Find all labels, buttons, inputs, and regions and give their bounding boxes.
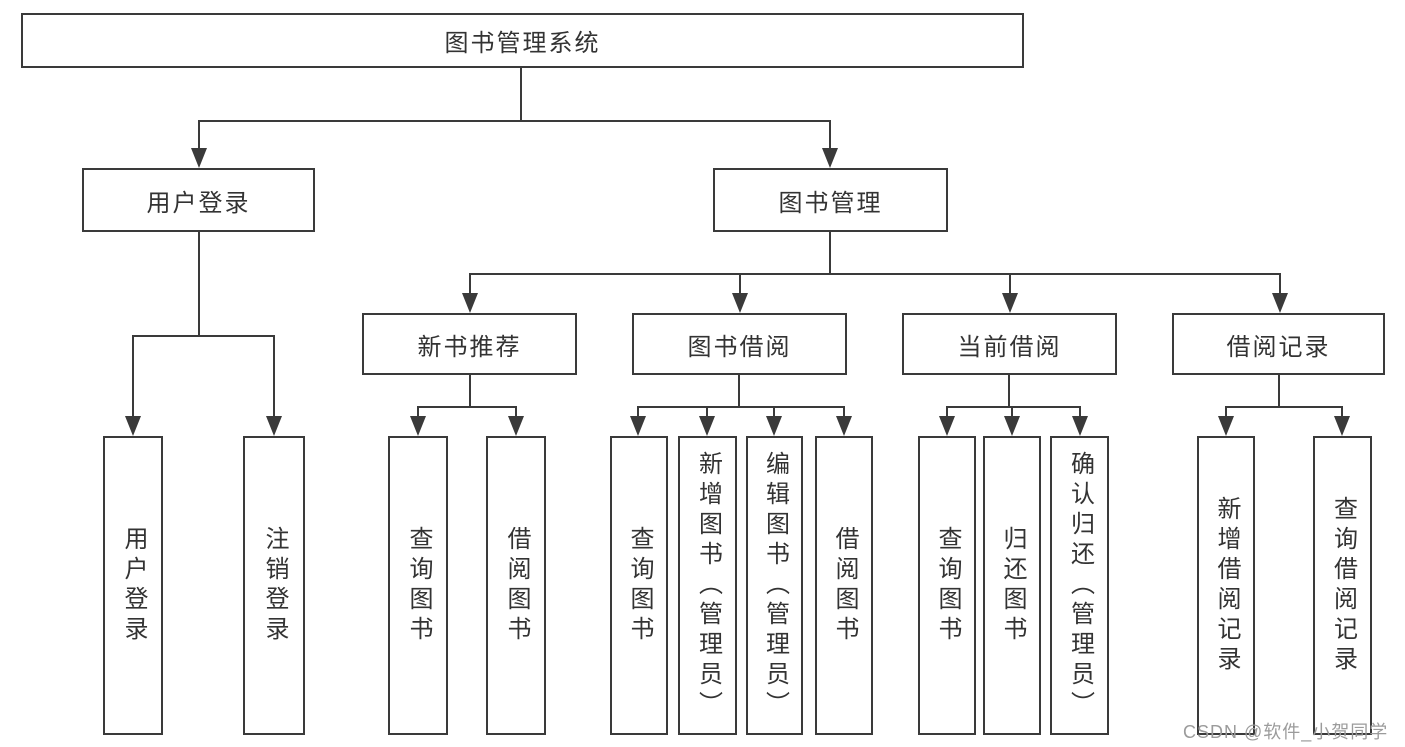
leaf-rec-query-books: 查询图书 bbox=[388, 436, 448, 735]
arrow-newbook-query bbox=[410, 406, 426, 436]
arrow-to-user-login bbox=[191, 120, 207, 168]
connector-new-book-stem bbox=[469, 375, 471, 406]
arrow-borrowing-borrow bbox=[836, 406, 852, 436]
node-book-management-label: 图书管理 bbox=[778, 189, 883, 217]
node-book-borrowing: 图书借阅 bbox=[632, 313, 847, 375]
node-book-management: 图书管理 bbox=[713, 168, 948, 232]
connector-records-split bbox=[1225, 406, 1343, 408]
leaf-cur-confirm-return-admin: 确认归还（管理员） bbox=[1050, 436, 1109, 735]
node-user-login-label: 用户登录 bbox=[146, 189, 251, 217]
node-new-book-recommend-label: 新书推荐 bbox=[417, 333, 522, 361]
leaf-cur-confirm-return-admin-label: 确认归还（管理员） bbox=[1066, 450, 1094, 721]
arrow-current-confirm bbox=[1072, 406, 1088, 436]
connector-borrowing-stem bbox=[738, 375, 740, 406]
arrow-to-current-borrow bbox=[1002, 273, 1018, 313]
connector-user-login-stem bbox=[198, 232, 200, 335]
connector-level2-split bbox=[198, 120, 831, 122]
leaf-cur-return-books-label: 归还图书 bbox=[999, 525, 1026, 646]
connector-book-mgmt-stem bbox=[829, 232, 831, 273]
arrow-newbook-borrow bbox=[508, 406, 524, 436]
leaf-user-login: 用户登录 bbox=[103, 436, 163, 735]
leaf-cur-query-books-label: 查询图书 bbox=[934, 525, 961, 646]
connector-current-stem bbox=[1008, 375, 1010, 406]
leaf-bor-edit-books-admin: 编辑图书（管理员） bbox=[746, 436, 803, 735]
leaf-bor-add-books-admin: 新增图书（管理员） bbox=[678, 436, 737, 735]
node-user-login: 用户登录 bbox=[82, 168, 315, 232]
connector-level3-split bbox=[469, 273, 1281, 275]
arrow-records-add bbox=[1218, 406, 1234, 436]
arrow-current-query bbox=[939, 406, 955, 436]
arrow-to-leaf-logout bbox=[266, 335, 282, 436]
node-current-borrowing: 当前借阅 bbox=[902, 313, 1117, 375]
leaf-rec-add-record: 新增借阅记录 bbox=[1197, 436, 1255, 735]
leaf-rec-query-record: 查询借阅记录 bbox=[1313, 436, 1372, 735]
arrow-records-query bbox=[1334, 406, 1350, 436]
leaf-cur-return-books: 归还图书 bbox=[983, 436, 1041, 735]
leaf-rec-borrow-books: 借阅图书 bbox=[486, 436, 546, 735]
leaf-rec-query-books-label: 查询图书 bbox=[405, 525, 432, 646]
node-borrowing-records-label: 借阅记录 bbox=[1226, 333, 1331, 361]
leaf-rec-borrow-books-label: 借阅图书 bbox=[503, 525, 530, 646]
arrow-to-leaf-user-login bbox=[125, 335, 141, 436]
node-current-borrowing-label: 当前借阅 bbox=[957, 333, 1062, 361]
leaf-cur-query-books: 查询图书 bbox=[918, 436, 976, 735]
arrow-current-return bbox=[1004, 406, 1020, 436]
arrow-borrowing-edit bbox=[766, 406, 782, 436]
node-root: 图书管理系统 bbox=[21, 13, 1024, 68]
arrow-borrowing-add bbox=[699, 406, 715, 436]
leaf-bor-query-books: 查询图书 bbox=[610, 436, 668, 735]
node-root-label: 图书管理系统 bbox=[444, 30, 601, 57]
connector-root-stem bbox=[520, 68, 522, 120]
connector-borrowing-split bbox=[637, 406, 845, 408]
arrow-borrowing-query bbox=[630, 406, 646, 436]
leaf-bor-edit-books-admin-label: 编辑图书（管理员） bbox=[761, 450, 789, 721]
leaf-rec-query-record-label: 查询借阅记录 bbox=[1329, 495, 1357, 676]
node-book-borrowing-label: 图书借阅 bbox=[687, 333, 792, 361]
leaf-bor-borrow-books-label: 借阅图书 bbox=[831, 525, 858, 646]
csdn-watermark: CSDN @软件_小贺同学 bbox=[1183, 722, 1389, 742]
leaf-bor-add-books-admin-label: 新增图书（管理员） bbox=[694, 450, 722, 721]
leaf-bor-query-books-label: 查询图书 bbox=[626, 525, 653, 646]
node-new-book-recommend: 新书推荐 bbox=[362, 313, 577, 375]
arrow-to-book-borrow bbox=[732, 273, 748, 313]
arrow-to-book-mgmt bbox=[822, 120, 838, 168]
node-borrowing-records: 借阅记录 bbox=[1172, 313, 1385, 375]
leaf-logout-label: 注销登录 bbox=[261, 525, 288, 646]
connector-records-stem bbox=[1278, 375, 1280, 406]
leaf-user-login-label: 用户登录 bbox=[120, 525, 147, 646]
leaf-rec-add-record-label: 新增借阅记录 bbox=[1213, 495, 1240, 676]
arrow-to-new-book-rec bbox=[462, 273, 478, 313]
leaf-bor-borrow-books: 借阅图书 bbox=[815, 436, 873, 735]
arrow-to-borrow-records bbox=[1272, 273, 1288, 313]
leaf-logout: 注销登录 bbox=[243, 436, 305, 735]
connector-user-login-split bbox=[132, 335, 275, 337]
connector-current-split bbox=[946, 406, 1081, 408]
connector-new-book-split bbox=[417, 406, 517, 408]
